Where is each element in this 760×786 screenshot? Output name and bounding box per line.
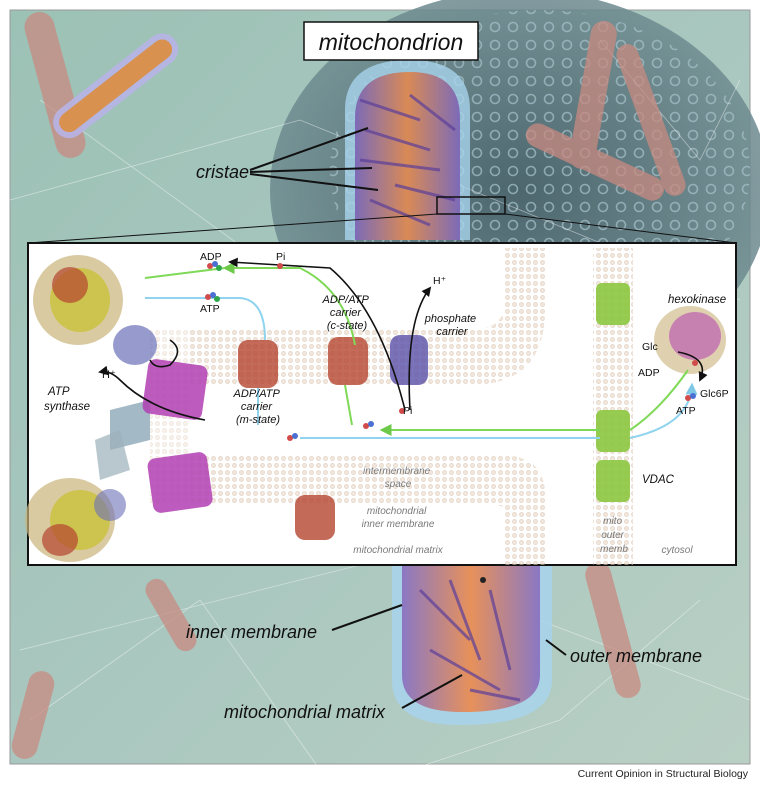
outer-membrane-pointer bbox=[545, 639, 567, 656]
adp-right-label: ADP bbox=[638, 367, 660, 379]
glc-label: Glc bbox=[642, 341, 658, 353]
vdac-channels bbox=[596, 283, 630, 502]
adp-top-label: ADP bbox=[200, 251, 222, 263]
hexokinase-label: hexokinase bbox=[668, 294, 726, 306]
phosphate-carrier-label: phosphate carrier bbox=[424, 313, 479, 338]
pi-center-label: Pi bbox=[403, 405, 412, 417]
atp-synthase-rotor-rings bbox=[142, 359, 213, 513]
atp-synthase-structure bbox=[25, 255, 157, 562]
adp-import-arrows bbox=[144, 262, 689, 436]
outer-membrane-label: outer membrane bbox=[570, 646, 702, 666]
outer-membrane-region-label: mito outer memb bbox=[600, 516, 628, 555]
cristae-pointers bbox=[249, 127, 379, 191]
title-box bbox=[303, 21, 479, 61]
h-plus-left-label: H⁺ bbox=[102, 369, 116, 381]
adp-atp-carrier-m-label: ADP/ATP carrier (m-state) bbox=[233, 388, 283, 426]
h-plus-top-label: H⁺ bbox=[433, 275, 447, 287]
background-mitochondria bbox=[11, 12, 686, 759]
figure-credit: Current Opinion in Structural Biology bbox=[577, 768, 748, 780]
glc6p-label: Glc6P bbox=[700, 388, 729, 400]
title: mitochondrion bbox=[319, 29, 463, 55]
atp-left-label: ATP bbox=[200, 303, 220, 315]
zoom-connector-left bbox=[27, 213, 438, 244]
intermembrane-space-label: intermembrane space bbox=[363, 466, 433, 490]
vdac-label: VDAC bbox=[642, 474, 675, 486]
hexokinase-protein bbox=[654, 306, 726, 374]
main-mitochondrion-bottom bbox=[392, 565, 552, 725]
small-mitochondrion bbox=[53, 33, 179, 139]
inner-membrane-pointer bbox=[331, 604, 403, 631]
main-mitochondrion-top bbox=[345, 60, 470, 240]
adp-atp-carrier-c-label: ADP/ATP carrier (c-state) bbox=[322, 294, 372, 332]
molecule-glyphs bbox=[205, 261, 698, 441]
atp-export-arrows bbox=[145, 297, 698, 439]
cristae-label: cristae bbox=[196, 162, 249, 182]
inner-membrane-carrier-protein bbox=[295, 495, 335, 540]
inset-panel: ADP Pi ATP H⁺ H⁺ Pi Glc ADP Glc6P ATP AT… bbox=[25, 242, 737, 566]
atp-right-label: ATP bbox=[676, 405, 696, 417]
cytosol-region-label: cytosol bbox=[661, 545, 693, 556]
proton-and-phosphate-arrows bbox=[98, 257, 708, 421]
adp-atp-carrier-m-protein bbox=[238, 340, 278, 388]
mitochondrial-matrix-pointer bbox=[401, 674, 463, 709]
inner-membrane-label: inner membrane bbox=[186, 622, 317, 642]
mitochondrial-matrix-label: mitochondrial matrix bbox=[224, 702, 386, 722]
zoom-region-box bbox=[436, 196, 506, 215]
inner-membrane-region-label: mitochondrial inner membrane bbox=[362, 506, 435, 530]
adp-atp-carrier-c-protein bbox=[328, 337, 368, 385]
atp-synthase-label: ATP synthase bbox=[44, 386, 90, 413]
zoom-connector-right bbox=[504, 213, 737, 244]
pi-top-label: Pi bbox=[276, 251, 285, 263]
matrix-region-label: mitochondrial matrix bbox=[353, 545, 443, 556]
